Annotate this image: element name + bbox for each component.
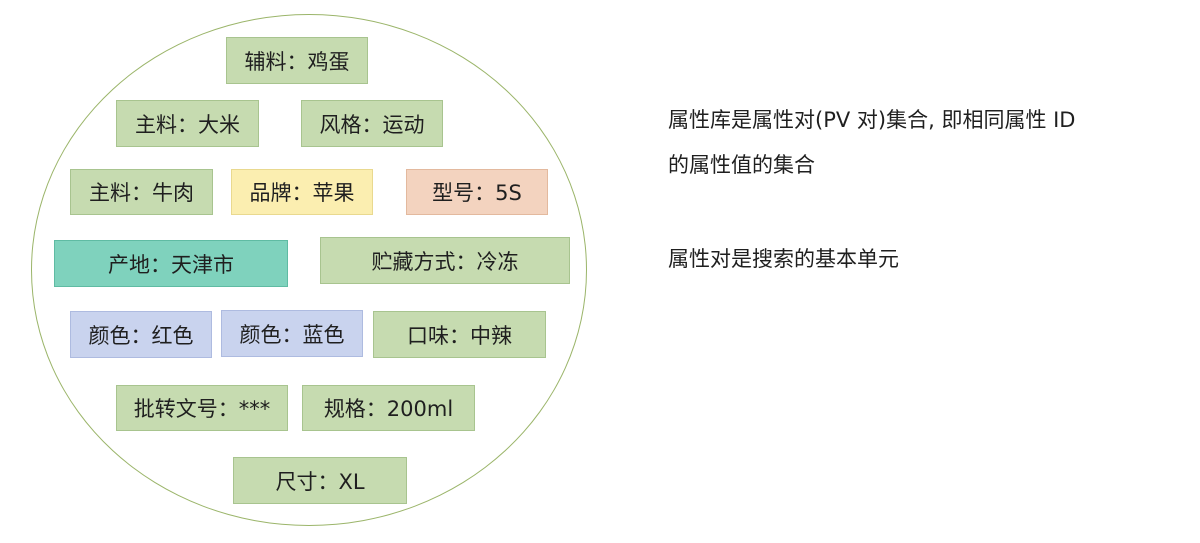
attribute-tag-size-xl: 尺寸：XL bbox=[233, 457, 407, 504]
description-line-1: 属性库是属性对(PV 对)集合, 即相同属性 ID bbox=[668, 108, 1076, 132]
attribute-tag-color-red: 颜色：红色 bbox=[70, 311, 212, 358]
attribute-tag-brand-apple: 品牌：苹果 bbox=[231, 169, 373, 215]
attribute-tag-spec-200ml: 规格：200ml bbox=[302, 385, 475, 431]
attribute-tag-auxiliary-egg: 辅料：鸡蛋 bbox=[226, 37, 368, 84]
attribute-tag-approval-number: 批转文号：*** bbox=[116, 385, 288, 431]
description-line-2: 的属性值的集合 bbox=[668, 153, 815, 177]
attribute-library-circle bbox=[31, 14, 587, 526]
attribute-tag-origin-tianjin: 产地：天津市 bbox=[54, 240, 288, 287]
attribute-tag-color-blue: 颜色：蓝色 bbox=[221, 310, 363, 357]
attribute-tag-model-5s: 型号：5S bbox=[406, 169, 548, 215]
description-line-3: 属性对是搜索的基本单元 bbox=[668, 247, 899, 271]
attribute-tag-taste-medium-spicy: 口味：中辣 bbox=[373, 311, 546, 358]
attribute-tag-main-rice: 主料：大米 bbox=[116, 100, 259, 147]
attribute-tag-storage-frozen: 贮藏方式：冷冻 bbox=[320, 237, 570, 284]
attribute-tag-style-sport: 风格：运动 bbox=[301, 100, 443, 147]
attribute-tag-main-beef: 主料：牛肉 bbox=[70, 169, 213, 215]
